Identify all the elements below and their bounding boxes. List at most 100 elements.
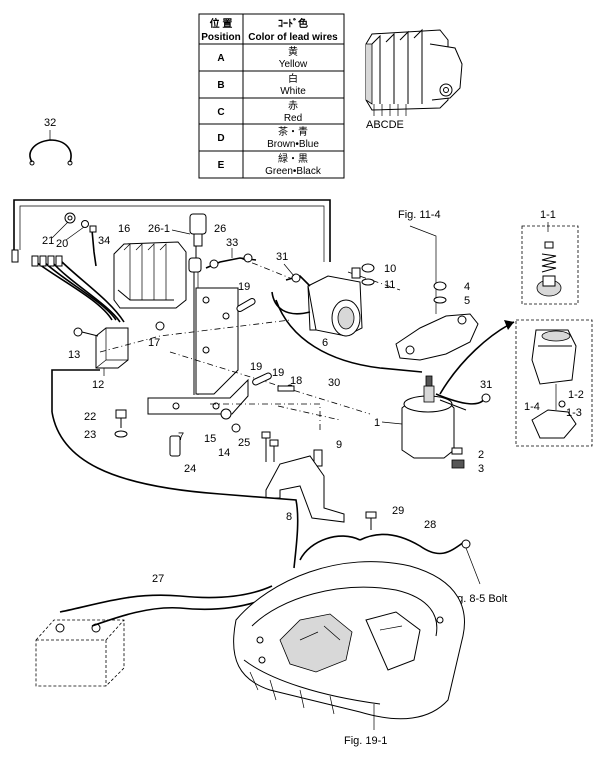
label-33: 33	[226, 237, 238, 249]
label-1-4: 1-4	[524, 401, 540, 413]
part-12-regulator: 12	[92, 327, 129, 391]
label-34: 34	[98, 235, 110, 247]
row-d-color-en: Brown•Blue	[267, 139, 319, 150]
part-30-cable: 30	[275, 299, 423, 389]
part-31-upper-cable: 31	[271, 251, 311, 315]
parts-20-21-nuts: 21 20	[42, 212, 89, 250]
label-19-c: 19	[272, 367, 284, 379]
label-19-a: 19	[238, 281, 250, 293]
row-b-position: B	[217, 80, 224, 91]
part-33-ground-cable: 33	[205, 237, 257, 269]
label-1-1: 1-1	[540, 209, 556, 221]
part-1-starter-motor: 1	[374, 375, 467, 459]
label-4: 4	[464, 281, 470, 293]
label-2: 2	[478, 449, 484, 461]
label-23: 23	[84, 429, 96, 441]
label-30: 30	[328, 377, 340, 389]
part-24-collar: 24	[169, 435, 196, 475]
label-11: 11	[384, 279, 395, 291]
row-b-color-en: White	[280, 86, 306, 97]
row-a-color-en: Yellow	[279, 59, 308, 70]
label-31-a: 31	[276, 251, 288, 263]
fig-19-1-callout: Fig. 19-1	[344, 704, 387, 747]
table-header-color-en: Color of lead wires	[248, 32, 338, 43]
part-16-rectifier: 16	[113, 223, 187, 309]
label-14: 14	[218, 447, 230, 459]
row-e-color-jp: 緑・黒	[278, 152, 308, 165]
label-12: 12	[92, 379, 104, 391]
battery	[35, 619, 125, 687]
label-9: 9	[336, 439, 342, 451]
label-13: 13	[68, 349, 80, 361]
part-32-clip: 32	[29, 117, 73, 166]
label-3: 3	[478, 463, 484, 475]
label-15: 15	[204, 433, 216, 445]
rectifier-detail-illustration: ABCDE	[365, 28, 463, 131]
label-16: 16	[118, 223, 130, 235]
part-13-bolt: 13	[68, 327, 99, 361]
label-27: 27	[152, 573, 164, 585]
row-c-color-en: Red	[284, 113, 302, 124]
label-26: 26	[214, 223, 226, 235]
part-26-fuse-holder: 26 26-1	[148, 213, 226, 395]
row-b-color-jp: 白	[288, 72, 298, 85]
label-22: 22	[84, 411, 96, 423]
label-1-3: 1-3	[566, 407, 582, 419]
label-7: 7	[178, 431, 184, 443]
table-header-position-jp: 位 置	[210, 17, 233, 30]
row-a-position: A	[217, 53, 224, 64]
table-header-color-jp: ｺｰﾄﾞ色	[278, 17, 308, 30]
label-31-b: 31	[480, 379, 492, 391]
parts-2-3-terminal: 2 3	[451, 447, 484, 475]
row-e-color-en: Green•Black	[265, 166, 322, 177]
harness-top-wire	[11, 199, 331, 263]
label-17: 17	[148, 337, 160, 349]
fig-ref-11-4: Fig. 11-4	[398, 209, 441, 221]
label-21: 21	[42, 235, 54, 247]
part-34-fuse: 34	[89, 225, 110, 267]
part-9-bolt: 9	[313, 439, 342, 467]
label-10: 10	[384, 263, 396, 275]
label-28: 28	[424, 519, 436, 531]
label-32: 32	[44, 117, 56, 129]
label-8: 8	[286, 511, 292, 523]
part-27-battery-cable: 27	[59, 573, 273, 627]
part-29-bolt: 29	[365, 505, 404, 530]
row-d-color-jp: 茶・青	[278, 125, 308, 138]
fig-ref-19-1: Fig. 19-1	[344, 735, 387, 747]
label-29: 29	[392, 505, 404, 517]
part-31-lower-cable: 31	[435, 379, 492, 405]
label-18: 18	[290, 375, 302, 387]
label-1: 1	[374, 417, 380, 429]
row-c-position: C	[217, 107, 224, 118]
parts-4-5-nut-washer: 4 5	[433, 281, 470, 307]
row-c-color-jp: 赤	[288, 100, 298, 112]
label-24: 24	[184, 463, 196, 475]
part-8-bracket: 8	[265, 455, 345, 523]
part-7-bracket: 7	[147, 287, 249, 443]
parts-10-11-nut-washer: 10 11	[361, 263, 396, 291]
label-5: 5	[464, 295, 470, 307]
part-17-screw: 17	[148, 321, 165, 349]
fig-ref-8-5-bolt: Fig. 8-5 Bolt	[448, 593, 507, 605]
label-19-b: 19	[250, 361, 262, 373]
table-header-position-en: Position	[201, 32, 240, 43]
row-e-position: E	[218, 160, 225, 171]
row-d-position: D	[217, 133, 224, 144]
row-a-color-jp: 黄	[288, 45, 298, 58]
label-20: 20	[56, 238, 68, 250]
engine-lower-cowling	[233, 561, 465, 720]
part-25-bolts: 25	[238, 431, 279, 462]
parts-22-23-bolt-washer: 22 23	[84, 409, 128, 441]
starter-bracket: Fig. 11-4	[395, 209, 479, 361]
lead-wires-bundle	[31, 255, 125, 323]
detail-arrow	[439, 320, 515, 395]
label-26-1: 26-1	[148, 223, 170, 235]
harness-left-wire	[51, 369, 299, 569]
part-19-collars: 19 19 19	[236, 281, 294, 392]
lead-wire-color-table: 位 置 Position ｺｰﾄﾞ色 Color of lead wires A…	[198, 13, 345, 179]
part-28-cable: 28 Fig. 8-5 Bolt	[299, 519, 507, 605]
detail-box-motor: 1-2 1-3 1-4	[515, 319, 593, 447]
parts-14-15-nut-washer: 15 14	[204, 408, 241, 459]
